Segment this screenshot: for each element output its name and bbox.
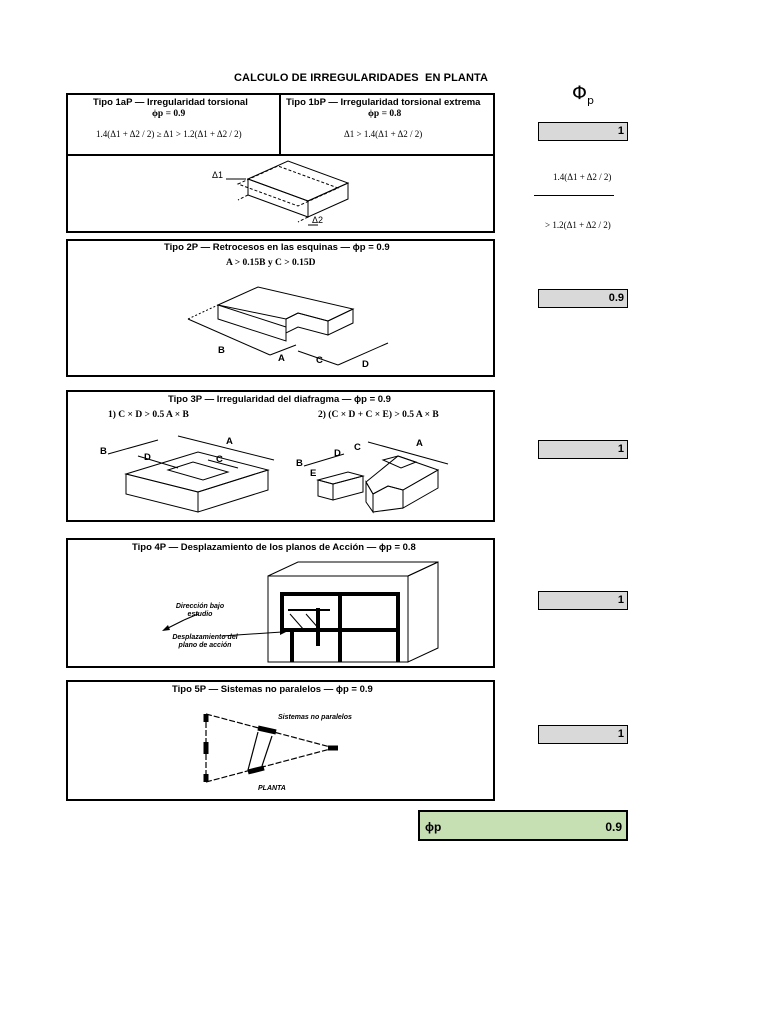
type2-label-a: A [278,353,285,364]
type2-label-d: D [362,359,369,370]
type1b-factor: ϕp = 0.8 [368,109,402,119]
side-formula-top: 1.4(Δ1 + Δ2 / 2) [553,172,612,182]
type4-title: Tipo 4P — Desplazamiento de los planos d… [132,542,416,553]
delta1-label: Δ1 [212,170,223,180]
displacement-arrow-icon [221,629,286,637]
phi-column-header: Φp [572,82,594,107]
type2-diagram: B A C D [187,286,389,370]
type4-phi-cell[interactable]: 1 [538,591,628,610]
type3-right-label-d: D [334,448,341,459]
type2-title: Tipo 2P — Retrocesos en las esquinas — ϕ… [164,242,390,253]
direction-arrow-icon [162,613,199,631]
type2-label-b: B [218,345,225,356]
type5-phi-cell[interactable]: 1 [538,725,628,744]
type5-plan-label: PLANTA [258,785,286,792]
type2-condition: A > 0.15B y C > 0.15D [226,258,316,268]
type1-panel: Tipo 1aP — Irregularidad torsional ϕp = … [66,93,495,233]
type4-displacement-label: Desplazamiento del plano de acción [172,634,238,649]
type1a-condition: 1.4(Δ1 + Δ2 / 2) ≥ Δ1 > 1.2(Δ1 + Δ2 / 2) [96,129,242,139]
type3-right-label-e: E [310,468,316,479]
type2-phi-cell[interactable]: 0.9 [538,289,628,308]
type1b-title: Tipo 1bP — Irregularidad torsional extre… [286,97,481,108]
side-formula-bottom: > 1.2(Δ1 + Δ2 / 2) [545,220,611,230]
type3-left-label-c: C [216,454,223,465]
type3-condition2: 2) (C × D + C × E) > 0.5 A × B [318,410,439,420]
type4-direction-label: Dirección bajo estudio [175,603,225,618]
type3-condition1: 1) C × D > 0.5 A × B [108,410,189,420]
type3-title: Tipo 3P — Irregularidad del diafragma — … [168,394,391,405]
type2-label-c: C [316,355,323,366]
type5-title: Tipo 5P — Sistemas no paralelos — ϕp = 0… [172,684,373,695]
type5-diagram [203,713,338,783]
page-title: CALCULO DE IRREGULARIDADES EN PLANTA [234,72,489,84]
type3-left-label-a: A [226,436,233,447]
type2-panel: Tipo 2P — Retrocesos en las esquinas — ϕ… [66,239,495,377]
type5-systems-label: Sistemas no paralelos [278,714,352,721]
type5-panel: Tipo 5P — Sistemas no paralelos — ϕp = 0… [66,680,495,801]
type1-diagram: Δ1 Δ2 [212,160,350,226]
phi-total-value: 0.9 [605,820,622,834]
type3-left-label-d: D [144,452,151,463]
type1a-factor: ϕp = 0.9 [152,109,186,119]
phi-total-cell[interactable]: ϕp 0.9 [418,810,628,841]
type3-panel: Tipo 3P — Irregularidad del diafragma — … [66,390,495,522]
type3-left-label-b: B [100,446,107,457]
type3-right-label-b: B [296,458,303,469]
phi-symbol: Φ [572,82,587,104]
type1a-title: Tipo 1aP — Irregularidad torsional [93,97,248,108]
type3-right-label-a: A [416,438,423,449]
type3-phi-cell[interactable]: 1 [538,440,628,459]
side-formula-divider [534,195,614,196]
phi-subscript: p [586,93,594,107]
type3-diagrams: B D A C B E D C A [100,435,449,514]
type1b-condition: Δ1 > 1.4(Δ1 + Δ2 / 2) [344,129,423,139]
type4-panel: Tipo 4P — Desplazamiento de los planos d… [66,538,495,668]
phi-total-label: ϕp [425,820,442,834]
type4-diagram [267,561,439,663]
type3-right-label-c: C [354,442,361,453]
delta2-label: Δ2 [312,215,323,225]
type1-phi-cell[interactable]: 1 [538,122,628,141]
